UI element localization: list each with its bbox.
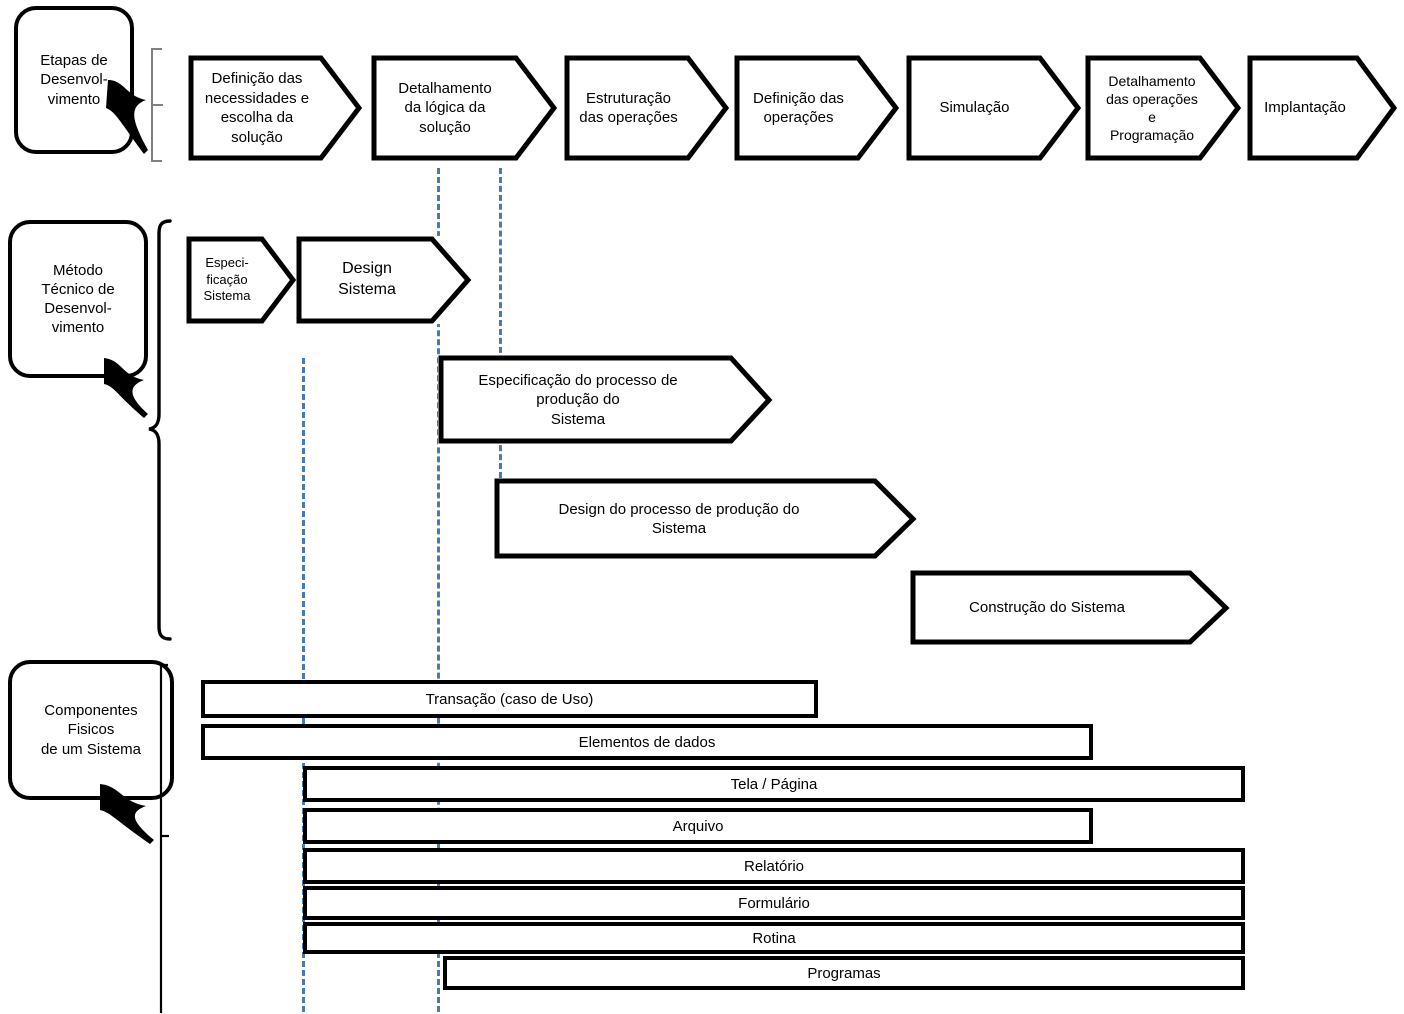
callout-componentes-tail — [92, 778, 182, 863]
guide-line-2 — [437, 168, 440, 1012]
method-chevron-construcao-sistema[interactable]: Construção do Sistema — [910, 570, 1230, 646]
method-chevron-5-label: Construção do Sistema — [969, 599, 1125, 617]
method-chevron-especificacao-processo[interactable]: Especificação do processo de produção do… — [438, 355, 774, 445]
method-chevron-2-label: Design Sistema — [338, 260, 396, 298]
component-bar-6-label: Formulário — [738, 894, 810, 912]
component-bar-formulario[interactable]: Formulário — [303, 886, 1245, 920]
component-bar-elementos-dados[interactable]: Elementos de dados — [201, 724, 1093, 760]
callout-metodo-label: Método Técnico de Desenvol- vimento — [41, 261, 115, 337]
component-bar-5-label: Relatório — [743, 857, 805, 875]
component-bar-relatorio[interactable]: Relatório — [303, 848, 1245, 884]
stage-chevron-2[interactable]: Detalhamento da lógica da solução — [371, 55, 558, 161]
method-chevron-1-label: Especi- ficação Sistema — [203, 254, 251, 304]
component-bar-4-label: Arquivo — [672, 817, 724, 835]
component-bar-arquivo[interactable]: Arquivo — [303, 808, 1093, 844]
stage-chevron-1[interactable]: Definição das necessidades e escolha da … — [188, 55, 363, 161]
component-bar-programas[interactable]: Programas — [443, 956, 1245, 990]
callout-componentes-label: Componentes Fisicos de um Sistema — [40, 702, 142, 758]
stage-chevron-5[interactable]: Simulação — [906, 55, 1082, 161]
method-chevron-3-label: Especificação do processo de produção do… — [478, 371, 678, 428]
component-bar-rotina[interactable]: Rotina — [303, 922, 1245, 954]
callout-etapas-label: Etapas de Desenvol- vimento — [40, 52, 108, 108]
callout-componentes-fisicos: Componentes Fisicos de um Sistema — [8, 660, 174, 800]
method-chevron-especificacao-sistema[interactable]: Especi- ficação Sistema — [186, 236, 297, 324]
component-bar-transacao[interactable]: Transação (caso de Uso) — [201, 680, 818, 718]
stage-chevron-3-label: Estruturação das operações — [579, 89, 678, 127]
callout-etapas-tail — [100, 78, 170, 173]
component-bar-3-label: Tela / Página — [730, 775, 818, 793]
component-bar-8-label: Programas — [807, 964, 881, 982]
stage-chevron-4-label: Definição das operações — [753, 89, 844, 127]
component-bar-7-label: Rotina — [752, 929, 796, 947]
callout-metodo-tecnico: Método Técnico de Desenvol- vimento — [8, 220, 148, 378]
stage-chevron-6[interactable]: Detalhamento das operações e Programação — [1085, 55, 1242, 161]
stage-chevron-1-label: Definição das necessidades e escolha da … — [204, 70, 310, 146]
brace-row1 — [146, 48, 166, 162]
method-chevron-design-sistema[interactable]: Design Sistema — [296, 236, 474, 324]
method-chevron-4-label: Design do processo de produção do Sistem… — [558, 500, 800, 538]
brace-row2 — [146, 218, 174, 642]
component-bar-2-label: Elementos de dados — [578, 733, 716, 751]
callout-etapas-desenvolvimento: Etapas de Desenvol- vimento — [14, 6, 134, 154]
component-bar-1-label: Transação (caso de Uso) — [425, 690, 594, 708]
method-chevron-design-processo[interactable]: Design do processo de produção do Sistem… — [494, 478, 918, 560]
stage-chevron-6-label: Detalhamento das operações e Programação — [1106, 72, 1198, 144]
component-bar-tela-pagina[interactable]: Tela / Página — [303, 766, 1245, 802]
callout-metodo-tail — [96, 352, 176, 437]
stage-chevron-3[interactable]: Estruturação das operações — [564, 55, 730, 161]
stage-chevron-5-label: Simulação — [939, 99, 1010, 117]
brace-row3 — [156, 663, 176, 1014]
guide-line-3 — [499, 168, 502, 478]
stage-chevron-2-label: Detalhamento da lógica da solução — [398, 79, 492, 136]
stage-chevron-7-label: Implantação — [1264, 99, 1346, 117]
stage-chevron-7[interactable]: Implantação — [1247, 55, 1398, 161]
stage-chevron-4[interactable]: Definição das operações — [734, 55, 900, 161]
